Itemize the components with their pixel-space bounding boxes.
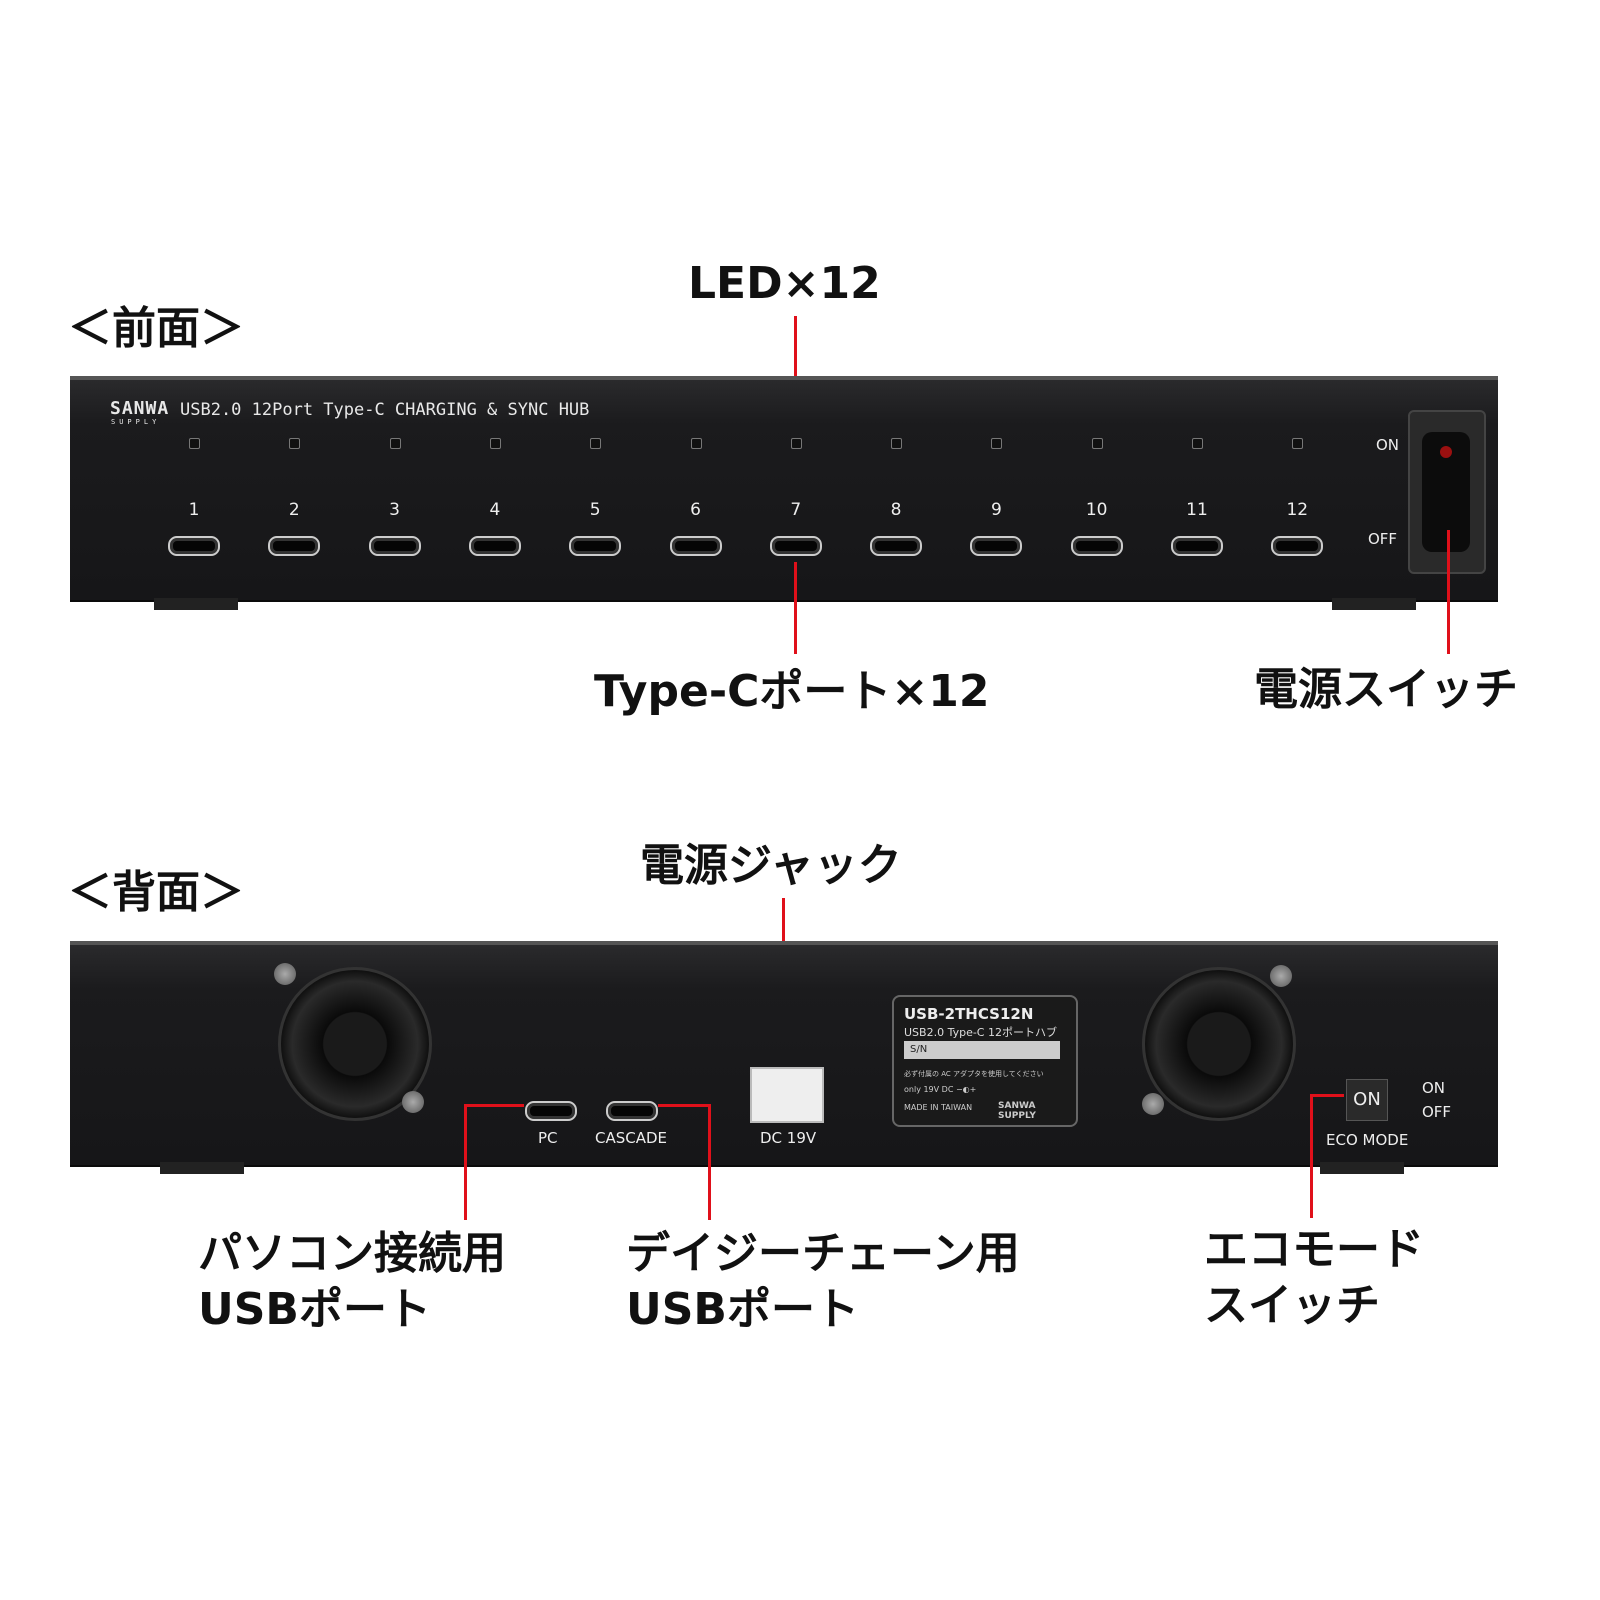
callout-line: デイジーチェーン用 <box>626 1228 1020 1279</box>
callout-line: USBポート <box>626 1284 859 1335</box>
port-number: 1 <box>188 500 200 520</box>
port-number: 5 <box>589 500 601 520</box>
eco-on-label: ON <box>1422 1079 1446 1097</box>
leader-line-eco <box>1310 1094 1313 1218</box>
led-indicator <box>891 438 903 449</box>
fan-right <box>1142 967 1296 1121</box>
label-made: MADE IN TAIWAN <box>904 1103 973 1112</box>
led-indicator <box>389 438 401 449</box>
switch-off-label: OFF <box>1368 530 1398 548</box>
rear-heading: ＜背面＞ <box>68 867 244 918</box>
foot <box>1332 598 1416 610</box>
usb-c-port[interactable] <box>1171 536 1223 556</box>
callout-dc-jack: 電源ジャック <box>640 840 902 891</box>
callout-line: スイッチ <box>1204 1280 1380 1331</box>
led-indicator <box>1292 438 1304 449</box>
usb-c-port[interactable] <box>468 536 521 556</box>
brand-logo: SANWA <box>110 398 170 419</box>
leader-line-pc <box>464 1104 467 1220</box>
port-pc-label: PC <box>538 1129 558 1147</box>
product-label: USB-2THCS12N USB2.0 Type-C 12ポートハブ S/N 必… <box>892 995 1078 1127</box>
label-power: only 19V DC −◐+ <box>904 1085 977 1094</box>
usb-c-port[interactable] <box>870 536 923 556</box>
callout-power-switch: 電源スイッチ <box>1254 664 1518 715</box>
eco-off-label: OFF <box>1422 1103 1452 1121</box>
screw-icon <box>1270 965 1292 987</box>
port-number: 12 <box>1286 500 1309 520</box>
led-indicator <box>189 438 200 449</box>
leader-line-cascade <box>708 1104 711 1220</box>
port-number: 11 <box>1186 500 1208 520</box>
port-number: 10 <box>1085 500 1108 520</box>
foot <box>160 1162 244 1174</box>
led-indicator <box>489 438 501 449</box>
port-number: 4 <box>489 500 501 520</box>
usb-c-port[interactable] <box>1070 536 1123 556</box>
label-model: USB-2THCS12N <box>904 1005 1034 1023</box>
foot <box>154 598 238 610</box>
usb-c-port[interactable] <box>368 536 421 556</box>
usb-c-port[interactable] <box>268 536 321 556</box>
led-indicator <box>590 438 602 449</box>
callout-ports: Type-Cポート×12 <box>594 666 990 717</box>
port-number: 9 <box>990 500 1002 520</box>
rocker <box>1422 432 1470 552</box>
eco-mode-label: ECO MODE <box>1326 1131 1409 1149</box>
usb-c-port[interactable] <box>970 536 1023 556</box>
usb-c-port[interactable] <box>569 536 622 556</box>
label-note: 必ず付属の AC アダプタを使用してください <box>904 1070 1044 1078</box>
screw-icon <box>402 1091 424 1113</box>
brand-sub: SUPPLY <box>111 418 161 426</box>
led-indicator <box>690 438 702 449</box>
led-indicator <box>1091 438 1103 449</box>
port-number: 7 <box>790 500 802 520</box>
label-brand: SANWA SUPPLY <box>998 1101 1036 1121</box>
usb-c-port[interactable] <box>669 536 722 556</box>
callout-led: LED×12 <box>688 258 881 309</box>
power-indicator-icon <box>1440 446 1452 458</box>
usb-c-port-cascade[interactable] <box>606 1101 658 1121</box>
foot <box>1320 1162 1404 1174</box>
leader-line-eco <box>1310 1094 1344 1097</box>
eco-mode-switch[interactable]: ON <box>1346 1079 1388 1121</box>
callout-line: エコモード <box>1204 1224 1424 1275</box>
front-panel: SANWA SUPPLY USB2.0 12Port Type-C CHARGI… <box>70 376 1498 600</box>
led-indicator <box>790 438 802 449</box>
dc-label: DC 19V <box>760 1129 817 1147</box>
callout-eco-switch: エコモードスイッチ <box>1204 1222 1424 1334</box>
port-number: 6 <box>690 500 701 520</box>
leader-line-switch <box>1447 530 1450 654</box>
callout-line: USBポート <box>198 1284 431 1335</box>
label-sn: S/N <box>904 1041 1060 1059</box>
usb-c-port[interactable] <box>769 536 822 556</box>
rear-panel: PC CASCADE DC 19V USB-2THCS12N USB2.0 Ty… <box>70 941 1498 1165</box>
led-indicator <box>289 438 301 449</box>
callout-line: パソコン接続用 <box>198 1228 506 1279</box>
led-indicator <box>1192 438 1203 449</box>
dc-jack[interactable] <box>750 1067 824 1123</box>
screw-icon <box>1142 1093 1164 1115</box>
product-name: USB2.0 12Port Type-C CHARGING & SYNC HUB <box>180 400 590 420</box>
port-cascade-label: CASCADE <box>595 1129 668 1147</box>
port-number: 2 <box>288 500 300 520</box>
led-indicator <box>991 438 1003 449</box>
port-number: 8 <box>890 500 902 520</box>
label-desc: USB2.0 Type-C 12ポートハブ <box>904 1026 1057 1039</box>
leader-line-ports <box>794 562 797 654</box>
usb-c-port[interactable] <box>168 536 220 556</box>
front-heading: ＜前面＞ <box>68 303 244 354</box>
leader-line-cascade <box>658 1104 710 1107</box>
screw-icon <box>274 963 296 985</box>
leader-line-pc <box>464 1104 524 1107</box>
port-number: 3 <box>389 500 401 520</box>
usb-c-port-pc[interactable] <box>525 1101 577 1121</box>
usb-c-port[interactable] <box>1271 536 1324 556</box>
switch-on-label: ON <box>1376 436 1400 454</box>
